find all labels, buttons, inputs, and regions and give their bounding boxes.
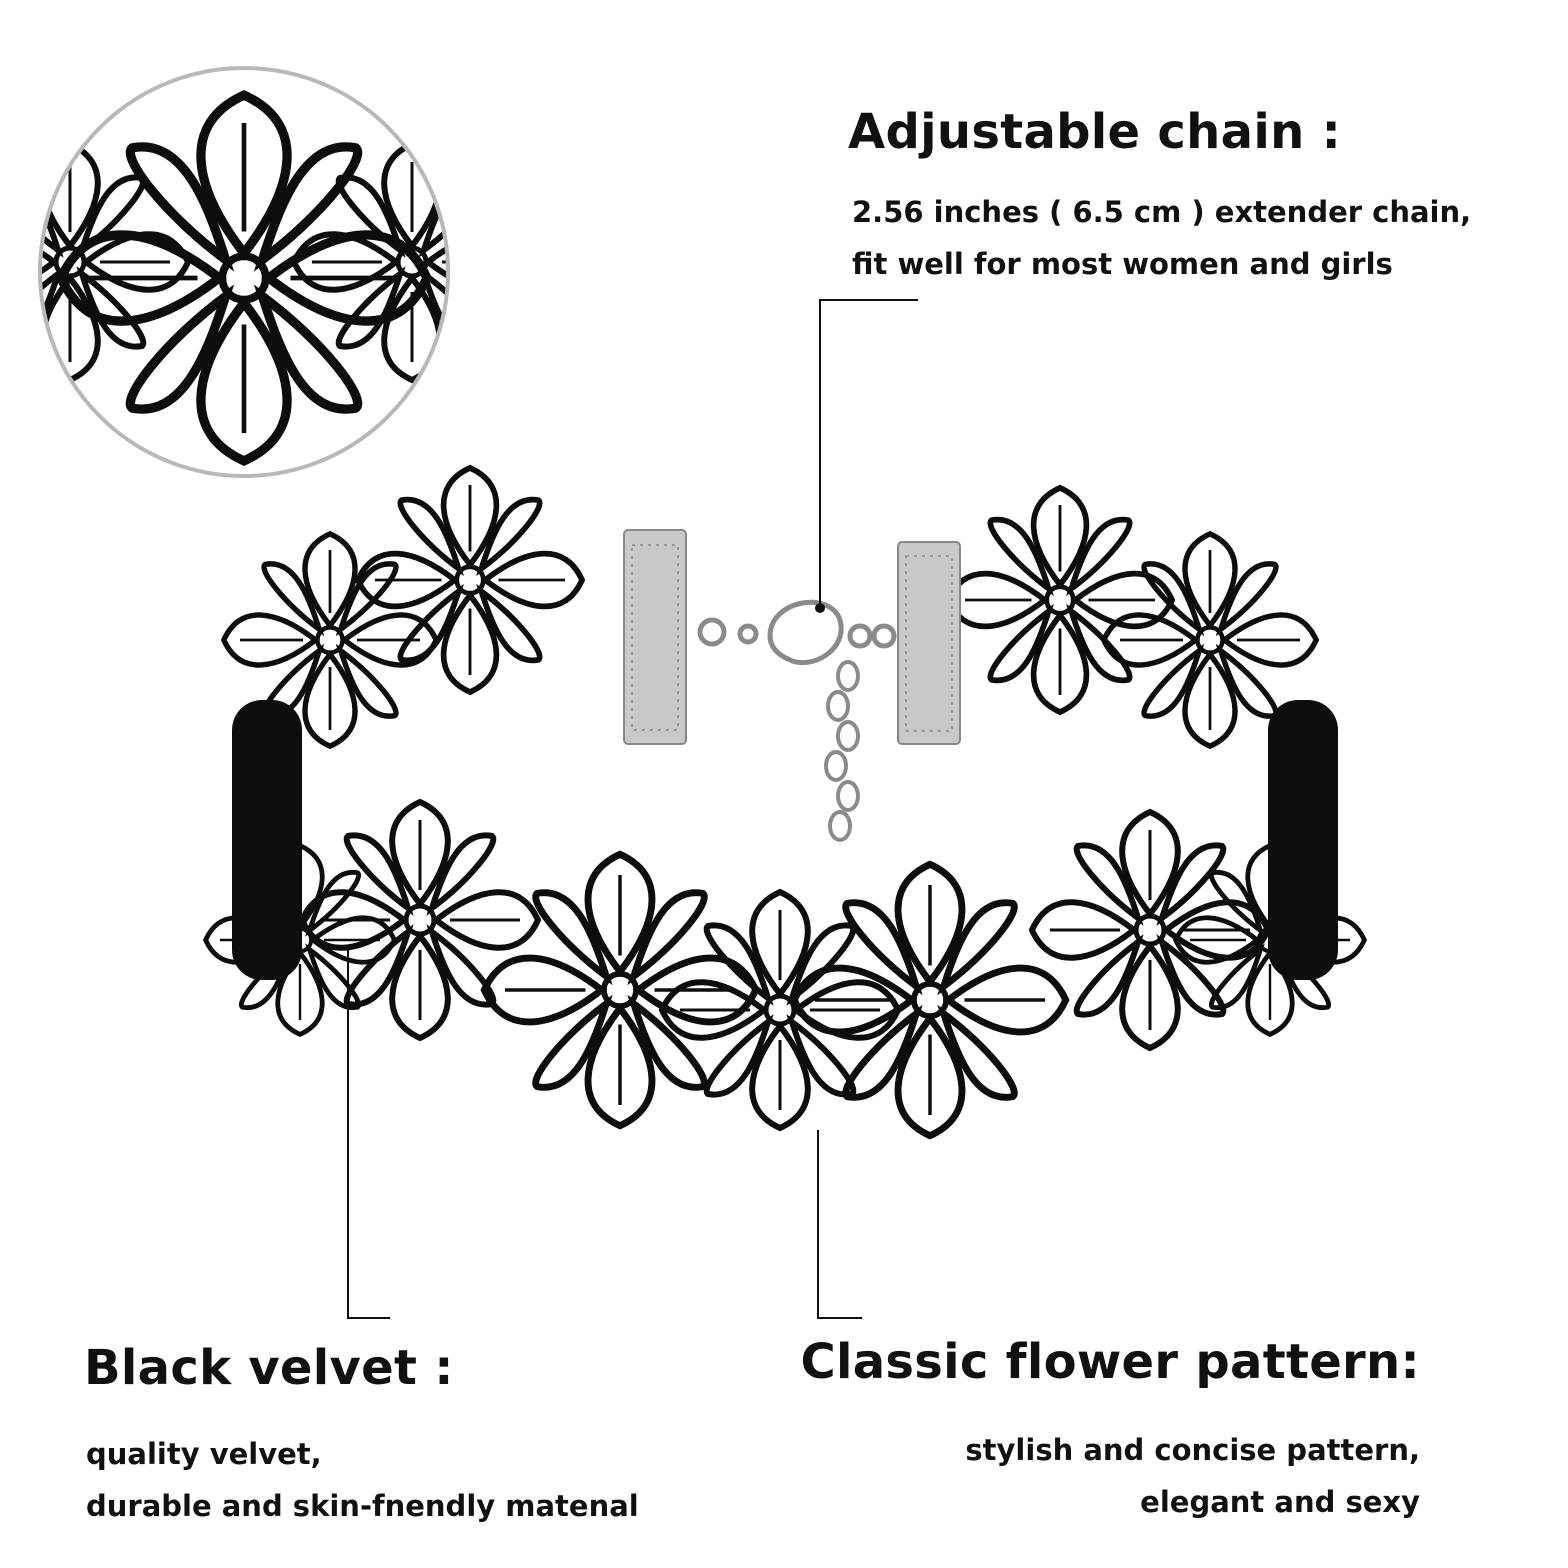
clasp-end-left-icon bbox=[623, 529, 687, 745]
extender-chain-icon bbox=[824, 660, 860, 842]
flower-pattern-description: stylish and concise pattern, elegant and… bbox=[965, 1424, 1420, 1528]
black-velvet-line-1: quality velvet, bbox=[86, 1437, 322, 1471]
adjustable-chain-heading: Adjustable chain : bbox=[848, 104, 1342, 160]
lace-detail-zoom-icon bbox=[38, 66, 450, 478]
flower-pattern-line-1: stylish and concise pattern, bbox=[965, 1433, 1420, 1467]
black-velvet-heading: Black velvet : bbox=[84, 1340, 454, 1396]
adjustable-chain-leader-line bbox=[819, 299, 918, 608]
black-velvet-description: quality velvet, durable and skin-fnendly… bbox=[86, 1428, 639, 1532]
lobster-clasp-icon bbox=[697, 599, 897, 666]
adjustable-chain-line-2: fit well for most women and girls bbox=[852, 247, 1393, 281]
callout-lines bbox=[347, 299, 918, 1319]
clasp-end-right-icon bbox=[897, 541, 961, 745]
adjustable-chain-description: 2.56 inches ( 6.5 cm ) extender chain, f… bbox=[852, 186, 1471, 290]
black-velvet-line-2: durable and skin-fnendly matenal bbox=[86, 1489, 639, 1523]
black-velvet-leader-line bbox=[347, 945, 390, 1319]
flower-pattern-leader-line bbox=[817, 1130, 862, 1319]
adjustable-chain-line-1: 2.56 inches ( 6.5 cm ) extender chain, bbox=[852, 195, 1472, 229]
flower-pattern-line-2: elegant and sexy bbox=[1140, 1485, 1420, 1519]
choker-necklace-icon bbox=[206, 468, 1365, 1136]
flower-pattern-heading: Classic flower pattern: bbox=[800, 1334, 1420, 1390]
